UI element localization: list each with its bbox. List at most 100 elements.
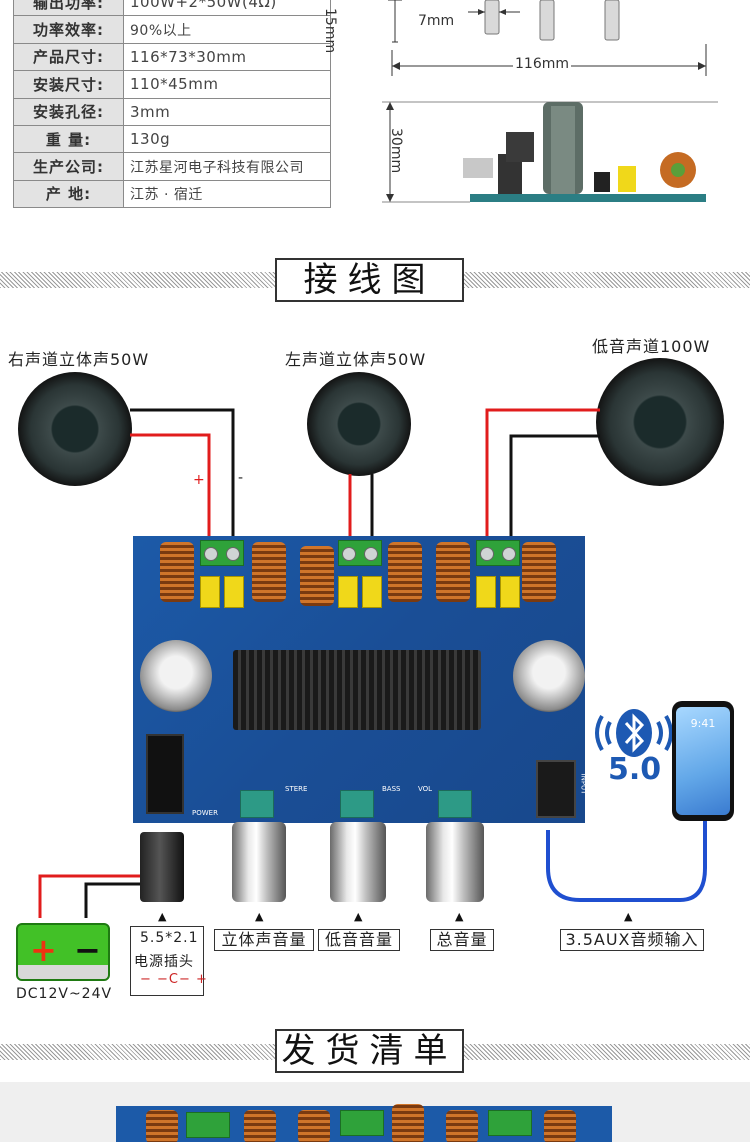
bluetooth-version: 5.0 bbox=[608, 752, 662, 787]
section-title-shipping: 发货清单 bbox=[275, 1029, 464, 1073]
terminal bbox=[340, 1110, 384, 1136]
spec-row: 输出功率:100W+2*50W(4Ω) bbox=[13, 0, 331, 17]
spec-value: 100W+2*50W(4Ω) bbox=[123, 0, 331, 17]
battery-plus-sign: + bbox=[30, 931, 57, 969]
speaker-label-right: 右声道立体声50W bbox=[8, 350, 150, 369]
film-capacitor bbox=[500, 576, 520, 608]
spec-key: 安装孔径: bbox=[13, 97, 124, 126]
inductor bbox=[146, 1110, 178, 1142]
inductor-3 bbox=[300, 546, 334, 606]
terminal-screw bbox=[226, 547, 240, 561]
pot-stereo bbox=[240, 790, 274, 818]
terminal-right-channel[interactable] bbox=[200, 540, 244, 566]
label-master-volume: 总音量 bbox=[430, 929, 494, 951]
label-aux-input: 3.5AUX音频输入 bbox=[560, 929, 704, 951]
terminal-screw bbox=[364, 547, 378, 561]
film-capacitor bbox=[476, 576, 496, 608]
phone-time: 9:41 bbox=[690, 717, 716, 730]
spec-table-body: 输出功率:100W+2*50W(4Ω)功率效率:90%以上产品尺寸:116*73… bbox=[13, 0, 331, 209]
inductor-5 bbox=[436, 542, 470, 602]
film-capacitor bbox=[362, 576, 382, 608]
battery-minus-sign: − bbox=[74, 931, 101, 969]
battery: + − bbox=[16, 923, 110, 981]
spec-row: 功率效率:90%以上 bbox=[13, 15, 331, 44]
terminal-screw bbox=[480, 547, 494, 561]
hatch-left bbox=[0, 1044, 275, 1060]
terminal-screw bbox=[502, 547, 516, 561]
dimension-drawing-top bbox=[388, 0, 707, 76]
spec-table: 输出功率:100W+2*50W(4Ω)功率效率:90%以上产品尺寸:116*73… bbox=[13, 0, 331, 209]
knob-bass-volume[interactable] bbox=[330, 822, 386, 902]
inductor bbox=[298, 1110, 330, 1142]
terminal-screw bbox=[204, 547, 218, 561]
spec-key: 重 量: bbox=[13, 124, 124, 154]
label-bass-volume: 低音音量 bbox=[318, 929, 400, 951]
spec-row: 重 量:130g bbox=[13, 124, 331, 154]
pcb-label-bass: BASS bbox=[382, 785, 401, 793]
capacitor-left bbox=[140, 640, 212, 712]
dc-jack-name: 电源插头 bbox=[134, 954, 194, 970]
spec-value: 3mm bbox=[123, 97, 331, 126]
label-stereo-volume: 立体声音量 bbox=[214, 929, 314, 951]
pot-bass bbox=[340, 790, 374, 818]
phone-screen: 9:41 bbox=[676, 707, 730, 815]
section-title-wiring: 接线图 bbox=[275, 258, 464, 302]
inductor-2 bbox=[252, 542, 286, 602]
hatch-right bbox=[464, 1044, 750, 1060]
inductor bbox=[392, 1104, 424, 1142]
capacitor-right bbox=[513, 640, 585, 712]
section-header-wiring: 接线图 bbox=[0, 258, 750, 302]
dc-jack-size: 5.5*2.1 bbox=[140, 930, 199, 946]
spec-row: 安装孔径:3mm bbox=[13, 97, 331, 126]
terminal-left-channel[interactable] bbox=[338, 540, 382, 566]
arrow-up-icon: ▲ bbox=[255, 910, 264, 923]
hatch-right bbox=[464, 272, 750, 288]
film-capacitor bbox=[200, 576, 220, 608]
terminal-screw bbox=[342, 547, 356, 561]
spec-key: 产品尺寸: bbox=[13, 42, 124, 72]
speaker-left bbox=[307, 372, 411, 476]
battery-band bbox=[18, 965, 108, 979]
spec-key: 安装尺寸: bbox=[13, 70, 124, 99]
spec-value: 江苏 · 宿迁 bbox=[123, 179, 331, 209]
knob-master-volume[interactable] bbox=[426, 822, 484, 902]
spec-value: 130g bbox=[123, 124, 331, 154]
spec-row: 安装尺寸:110*45mm bbox=[13, 70, 331, 99]
pcb-label-vol: VOL bbox=[418, 785, 433, 793]
speaker-label-left: 左声道立体声50W bbox=[285, 350, 427, 369]
side-view-drawing bbox=[382, 101, 718, 203]
section-header-shipping: 发货清单 bbox=[0, 1029, 750, 1073]
film-capacitor bbox=[338, 576, 358, 608]
terminal bbox=[186, 1112, 230, 1138]
heatsink bbox=[233, 650, 481, 730]
arrow-up-icon: ▲ bbox=[455, 910, 464, 923]
pcb-label-power: POWER bbox=[192, 809, 218, 817]
aux-jack-board bbox=[536, 760, 576, 818]
dc-plug bbox=[140, 832, 184, 902]
pcb-label-stereo: STERE bbox=[285, 785, 308, 793]
speaker-right bbox=[18, 372, 132, 486]
pcb-label-input: INPUT bbox=[579, 773, 588, 795]
inductor-6 bbox=[522, 542, 556, 602]
inductor bbox=[244, 1110, 276, 1142]
knob-stereo-volume[interactable] bbox=[232, 822, 286, 902]
spec-value: 90%以上 bbox=[123, 15, 331, 44]
dim-width: 116mm bbox=[513, 56, 571, 72]
polarity-plus: + bbox=[193, 472, 206, 488]
bluetooth-icon bbox=[595, 709, 673, 757]
inductor bbox=[446, 1110, 478, 1142]
film-capacitor bbox=[224, 576, 244, 608]
spec-row: 产 地:江苏 · 宿迁 bbox=[13, 179, 331, 209]
inductor-4 bbox=[388, 542, 422, 602]
arrow-up-icon: ▲ bbox=[624, 910, 633, 923]
terminal bbox=[488, 1110, 532, 1136]
speaker-label-bass: 低音声道100W bbox=[592, 337, 711, 356]
dim-shaft: 7mm bbox=[418, 13, 455, 29]
polarity-minus: - bbox=[238, 470, 245, 486]
pot-master bbox=[438, 790, 472, 818]
arrow-up-icon: ▲ bbox=[158, 910, 167, 923]
dc-polarity-symbol: − −C− + bbox=[140, 972, 208, 987]
terminal-bass-channel[interactable] bbox=[476, 540, 520, 566]
arrow-up-icon: ▲ bbox=[354, 910, 363, 923]
